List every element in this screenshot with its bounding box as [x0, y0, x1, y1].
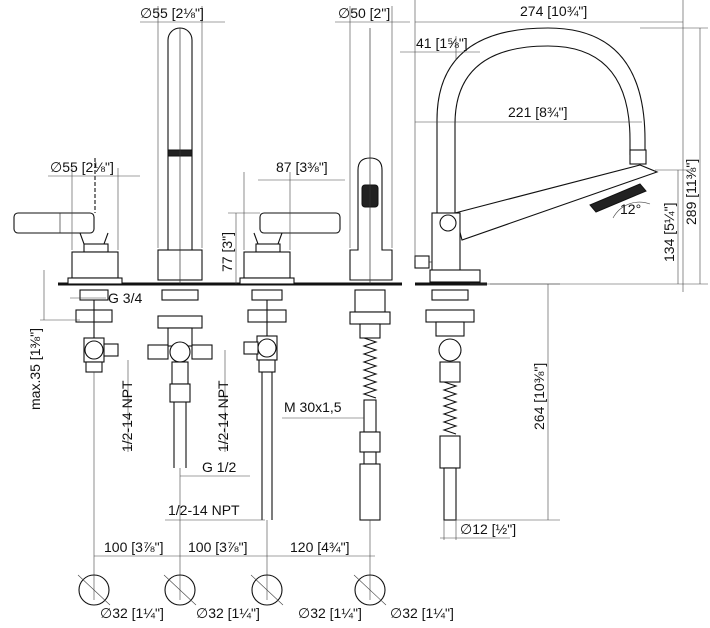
hand-shower-holder — [349, 28, 393, 284]
dim-d55-top: ∅55 [2⅛"] — [140, 5, 204, 21]
dim-264: 264 [10⅜"] — [531, 363, 547, 430]
dim-angle: 12° — [620, 201, 641, 217]
dim-289: 289 [11⅜"] — [683, 159, 699, 225]
tub-spout — [414, 27, 659, 284]
under-deck-hot — [243, 289, 287, 520]
dim-g12: G 1/2 — [202, 459, 236, 475]
dim-g34: G 3/4 — [108, 290, 142, 306]
dim-spacing-100b: 100 [3⅞"] — [188, 539, 247, 555]
dim-87: 87 [3⅜"] — [276, 159, 328, 175]
mounting-hole-4 — [354, 574, 386, 606]
dim-max35: max.35 [1⅜"] — [27, 328, 43, 410]
under-deck-hose — [349, 289, 391, 521]
dim-npt-b: 1/2-14 NPT — [215, 380, 231, 452]
mounting-hole-2 — [164, 574, 196, 606]
dim-m30: M 30x1,5 — [284, 399, 342, 415]
dim-spacing-120: 120 [4¾"] — [290, 539, 349, 555]
under-deck-spout — [147, 289, 213, 468]
dim-hole-1: ∅32 [1¼"] — [100, 605, 164, 621]
mounting-hole-3 — [251, 574, 283, 606]
mounting-holes — [77, 574, 387, 606]
dim-d50: ∅50 [2"] — [338, 5, 390, 21]
dim-npt-c: 1/2-14 NPT — [168, 502, 240, 518]
dim-spacing-100a: 100 [3⅞"] — [104, 539, 163, 555]
under-deck-cold — [75, 289, 119, 373]
left-lever-handle — [13, 158, 123, 285]
mounting-hole-1 — [78, 574, 110, 606]
dim-41: 41 [1⅝"] — [416, 35, 468, 51]
under-deck-tub — [425, 289, 475, 521]
right-lever-handle — [239, 212, 341, 285]
dim-hole-2: ∅32 [1¼"] — [196, 605, 260, 621]
dim-npt-a: 1/2-14 NPT — [119, 380, 135, 452]
dim-134: 134 [5¼"] — [661, 203, 677, 262]
tall-spout — [157, 27, 203, 284]
dim-77: 77 [3"] — [219, 232, 235, 272]
dim-221: 221 [8¾"] — [508, 104, 567, 120]
dimension-lines — [40, 0, 708, 600]
dim-hole-3: ∅32 [1¼"] — [298, 605, 362, 621]
dim-hole-4: ∅32 [1¼"] — [390, 605, 454, 621]
dim-d55-left: ∅55 [2⅛"] — [50, 159, 114, 175]
dim-274: 274 [10¾"] — [520, 3, 587, 19]
dim-d12: ∅12 [½"] — [460, 521, 516, 537]
